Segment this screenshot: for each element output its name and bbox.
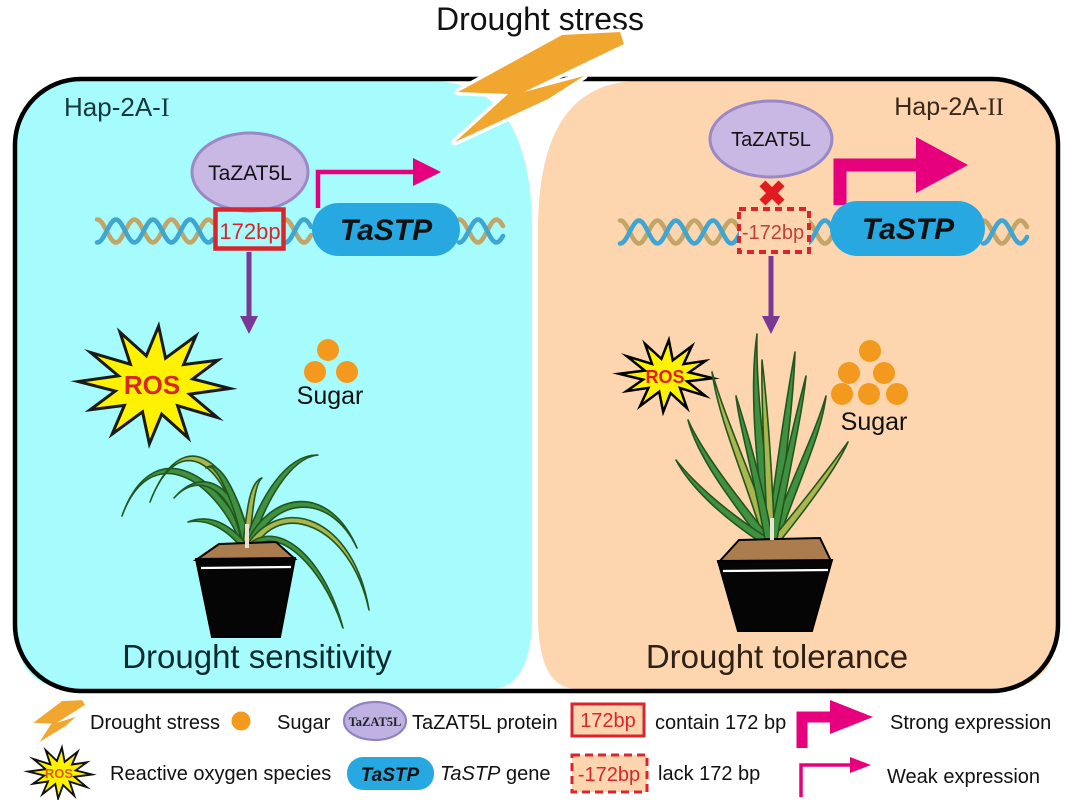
svg-text:ROS: ROS [645, 367, 684, 387]
svg-text:TaZAT5L: TaZAT5L [731, 129, 811, 151]
svg-text:TaSTP: TaSTP [340, 214, 433, 247]
svg-text:Strong expression: Strong expression [890, 712, 1051, 734]
svg-text:ROS: ROS [45, 766, 74, 781]
svg-text:Drought sensitivity: Drought sensitivity [122, 638, 392, 675]
svg-text:172bp: 172bp [580, 710, 636, 732]
svg-text:-172bp: -172bp [578, 764, 640, 786]
svg-text:lack 172 bp: lack 172 bp [658, 763, 760, 785]
svg-text:Sugar: Sugar [841, 408, 908, 436]
svg-text:ROS: ROS [124, 370, 180, 400]
svg-text:TaSTP gene: TaSTP gene [440, 763, 550, 785]
svg-text:Reactive oxygen species: Reactive oxygen species [110, 763, 331, 785]
svg-text:Drought stress: Drought stress [90, 712, 220, 734]
svg-text:TaZAT5L protein: TaZAT5L protein [412, 712, 558, 734]
svg-text:Sugar: Sugar [297, 382, 364, 410]
svg-text:TaSTP: TaSTP [862, 213, 955, 246]
svg-text:172bp: 172bp [219, 219, 280, 244]
svg-text:Hap-2A-I: Hap-2A-I [64, 92, 170, 122]
svg-text:contain 172 bp: contain 172 bp [655, 712, 786, 734]
svg-text:Weak expression: Weak expression [887, 766, 1040, 788]
svg-text:Hap-2A-II: Hap-2A-II [894, 93, 1004, 121]
svg-text:TaSTP: TaSTP [361, 765, 420, 786]
svg-text:Sugar: Sugar [277, 712, 331, 734]
svg-text:TaZAT5L: TaZAT5L [349, 715, 402, 729]
svg-text:Drought tolerance: Drought tolerance [646, 638, 908, 675]
svg-text:-172bp: -172bp [742, 222, 804, 244]
svg-text:TaZAT5L: TaZAT5L [208, 162, 292, 185]
